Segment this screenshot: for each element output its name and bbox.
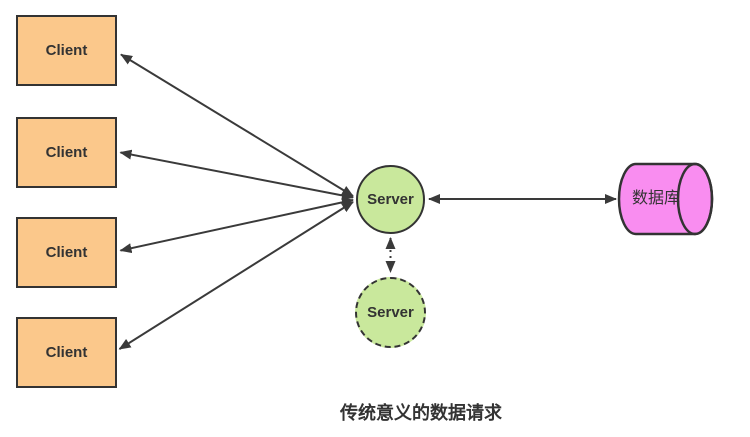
client-node-4-label: Client — [45, 344, 88, 361]
client-node-2-label: Client — [45, 144, 88, 161]
backup-server-node: Server — [355, 277, 426, 348]
arrow-client4-server — [118, 201, 354, 350]
client-node-2: Client — [16, 117, 117, 188]
arrow-client3-server — [119, 197, 354, 254]
arrow-client2-server — [119, 149, 354, 201]
server-node-label: Server — [367, 191, 414, 208]
client-node-1-label: Client — [45, 42, 88, 59]
client-node-4: Client — [16, 317, 117, 388]
database-label: 数据库 — [631, 190, 680, 207]
client-node-3: Client — [16, 217, 117, 288]
database-cylinder-shape — [617, 162, 714, 236]
client-node-1: Client — [16, 15, 117, 86]
backup-server-node-label: Server — [367, 304, 414, 321]
server-node: Server — [356, 165, 425, 234]
diagram-caption: 传统意义的数据请求 — [340, 403, 502, 423]
client-node-3-label: Client — [45, 244, 88, 261]
